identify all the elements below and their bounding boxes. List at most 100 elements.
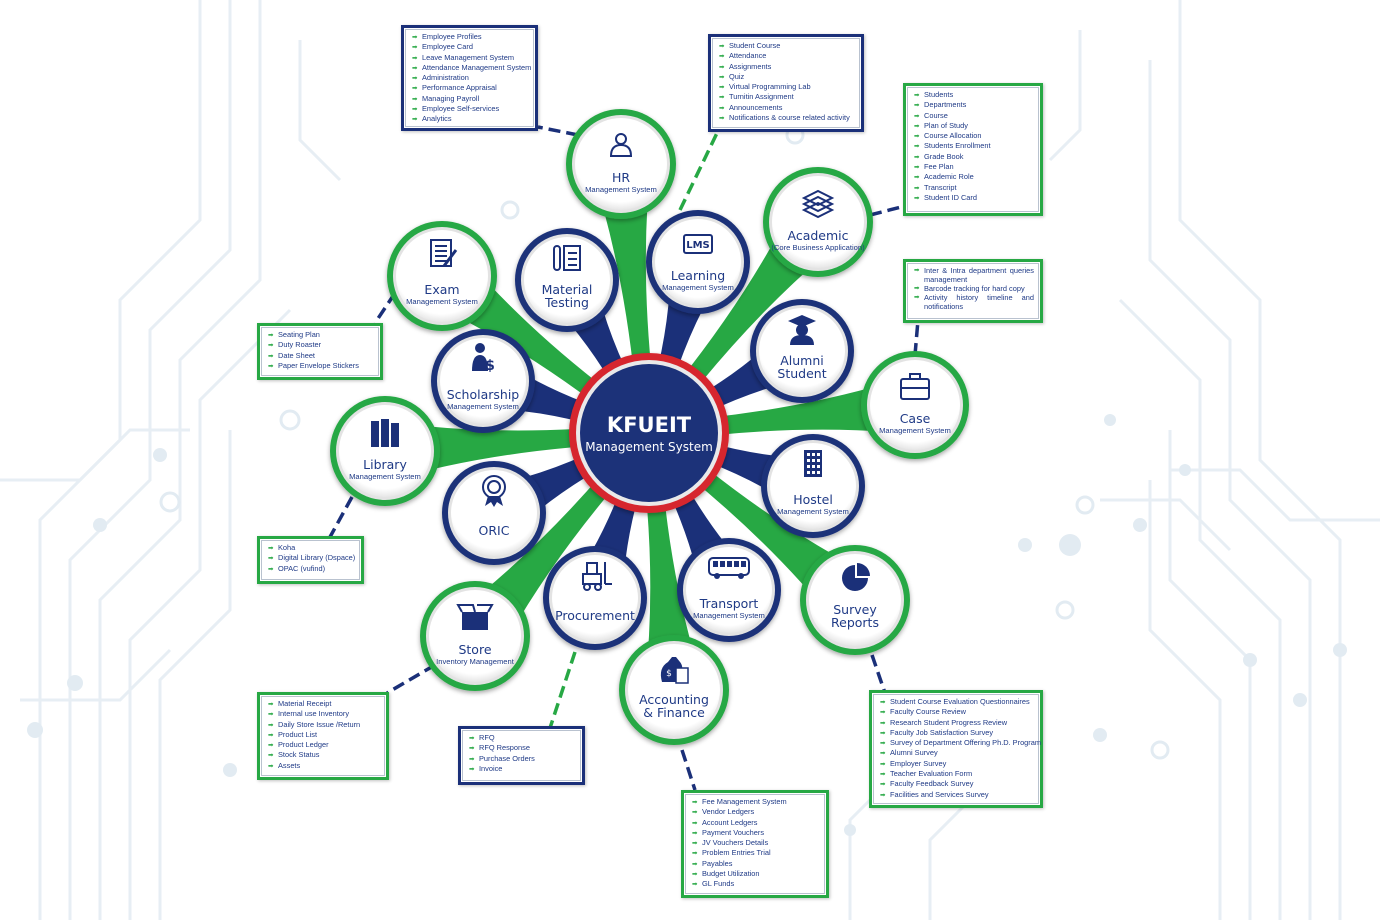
feature-item: Facilities and Services Survey — [880, 790, 1034, 801]
briefcase-icon — [900, 373, 930, 400]
module-procurement[interactable]: Procurement — [543, 546, 647, 650]
infobox-procurement: RFQRFQ ResponsePurchase OrdersInvoice — [458, 726, 585, 785]
feature-item: GL Funds — [692, 879, 820, 890]
module-academic[interactable]: Academic(Core Business Application) — [763, 167, 873, 277]
module-title: Scholarship — [447, 387, 520, 402]
exam-paper-icon — [430, 239, 458, 267]
module-subtitle: Management System — [585, 185, 657, 194]
feature-item: RFQ — [469, 733, 576, 744]
module-title: Transport — [699, 596, 759, 611]
infobox-case: Inter & Intra department queries managem… — [903, 259, 1043, 323]
module-subtitle: Management System — [777, 507, 849, 516]
hub-title: KFUEIT — [607, 413, 692, 437]
feature-item: Student Course Evaluation Questionnaires — [880, 697, 1034, 708]
svg-text:$: $ — [485, 358, 495, 374]
forklift-icon — [582, 562, 612, 591]
money-calculator-icon: $ — [660, 657, 689, 684]
feature-item: Faculty Feedback Survey — [880, 779, 1034, 790]
feature-item: Notifications & course related activity — [719, 113, 855, 124]
feature-item: OPAC (vufind) — [268, 564, 355, 575]
feature-item: Course Allocation — [914, 131, 1034, 142]
feature-item: Faculty Course Review — [880, 707, 1034, 718]
feature-item: Product Ledger — [268, 740, 380, 751]
module-title: Exam — [424, 282, 459, 297]
feature-item: Virtual Programming Lab — [719, 82, 855, 93]
feature-item: Purchase Orders — [469, 754, 576, 765]
feature-item: Faculty Job Satisfaction Survey — [880, 728, 1034, 739]
module-title: ORIC — [479, 523, 510, 538]
infobox-exam: Seating PlanDuty RoasterDate SheetPaper … — [257, 323, 383, 380]
feature-item: Date Sheet — [268, 351, 374, 362]
feature-item: Activity history timeline and notificati… — [914, 293, 1034, 311]
feature-item: Quiz — [719, 72, 855, 83]
feature-item: Internal use Inventory — [268, 709, 380, 720]
module-subtitle: (Core Business Application) — [771, 243, 865, 252]
infobox-hr: Employee ProfilesEmployee CardLeave Mana… — [401, 25, 538, 131]
feature-item: Stock Status — [268, 750, 380, 761]
feature-item: Barcode tracking for hard copy — [914, 284, 1034, 293]
feature-item: Duty Roaster — [268, 340, 374, 351]
feature-item: Assets — [268, 761, 380, 772]
module-title: Academic — [787, 228, 848, 243]
feature-item: Turnitin Assignment — [719, 92, 855, 103]
feature-item: Material Receipt — [268, 699, 380, 710]
module-subtitle: Inventory Management — [436, 657, 515, 666]
books-icon — [371, 419, 399, 447]
feature-item: Analytics — [412, 114, 529, 125]
feature-item: Transcript — [914, 183, 1034, 194]
feature-item: Student ID Card — [914, 193, 1034, 204]
feature-item: JV Vouchers Details — [692, 838, 820, 849]
module-oric[interactable]: ORIC — [442, 461, 546, 565]
feature-item: Employee Self-services — [412, 104, 529, 115]
feature-item: Students — [914, 90, 1034, 101]
feature-item: Teacher Evaluation Form — [880, 769, 1034, 780]
module-subtitle: Management System — [879, 426, 951, 435]
feature-item: RFQ Response — [469, 743, 576, 754]
module-title: Case — [900, 411, 931, 426]
rosette-icon — [482, 475, 506, 507]
module-title: Procurement — [555, 608, 635, 623]
feature-item: Vendor Ledgers — [692, 807, 820, 818]
module-title: Library — [363, 457, 407, 472]
module-accounting[interactable]: $Accounting& Finance — [619, 635, 729, 745]
feature-item: Budget Utilization — [692, 869, 820, 880]
feature-item: Employee Card — [412, 42, 529, 53]
infobox-accounting: Fee Management SystemVendor LedgersAccou… — [681, 790, 829, 898]
hr-person-icon — [609, 133, 633, 157]
feature-item: Survey of Department Offering Ph.D. Prog… — [880, 738, 1041, 749]
feature-item: Employer Survey — [880, 759, 1034, 770]
feature-item: Research Student Progress Review — [880, 718, 1034, 729]
graduate-icon — [788, 315, 816, 345]
module-title: Material — [542, 282, 593, 297]
feature-item: Attendance Management System — [412, 63, 531, 74]
connector-lines — [328, 125, 920, 791]
feature-item: Performance Appraisal — [412, 83, 529, 94]
module-subtitle: Management System — [447, 402, 519, 411]
feature-item: Attendance — [719, 51, 855, 62]
feature-item: Seating Plan — [268, 330, 374, 341]
feature-item: Student Course — [719, 41, 855, 52]
feature-item: Assignments — [719, 62, 855, 73]
module-title-line2: Testing — [544, 295, 589, 310]
module-subtitle: Management System — [662, 283, 734, 292]
feature-item: Academic Role — [914, 172, 1034, 183]
feature-item: Payment Vouchers — [692, 828, 820, 839]
feature-item: Fee Plan — [914, 162, 1034, 173]
hub[interactable] — [569, 353, 729, 513]
infobox-store: Material ReceiptInternal use InventoryDa… — [257, 692, 389, 780]
